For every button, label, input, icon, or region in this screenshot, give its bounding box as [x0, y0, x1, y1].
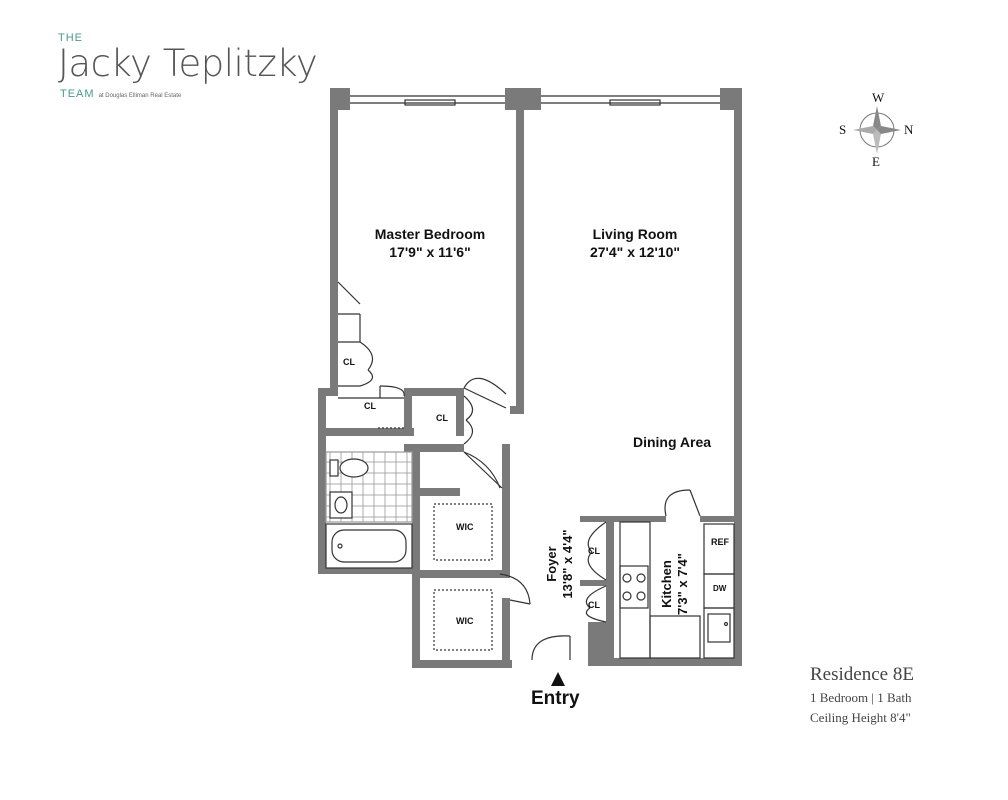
- brand-name: Jacky Teplitzky: [58, 42, 318, 85]
- compass-top: W: [872, 90, 885, 105]
- entry-arrow-icon: [551, 672, 565, 686]
- living-room-size: 27'4" x 12'10": [589, 244, 680, 260]
- dw-label: DW: [713, 584, 727, 593]
- wic-label: WIC: [456, 616, 474, 626]
- brand-firm: at Douglas Elliman Real Estate: [98, 93, 182, 99]
- residence-title: Residence 8E: [810, 664, 914, 685]
- dining-area-label: Dining Area: [632, 434, 712, 450]
- compass: W S N E: [839, 88, 922, 169]
- foyer-label: Foyer 13'8" x 4'4": [544, 514, 576, 614]
- master-bedroom-name: Master Bedroom: [374, 226, 486, 242]
- living-room-label: Living Room 27'4" x 12'10": [565, 225, 705, 261]
- master-bedroom-label: Master Bedroom 17'9" x 11'6": [360, 225, 500, 261]
- walls: [318, 88, 742, 668]
- fixtures: [325, 95, 735, 661]
- kitchen-size: 7'3" x 7'4": [675, 553, 690, 615]
- brand-team-label: TEAM: [60, 88, 95, 100]
- residence-summary: 1 Bedroom | 1 Bath: [810, 690, 912, 705]
- compass-right: N: [904, 122, 914, 137]
- compass-left: S: [839, 122, 847, 137]
- compass-rose-icon: [853, 106, 901, 154]
- living-room-name: Living Room: [592, 226, 678, 242]
- closet-label: CL: [343, 357, 355, 367]
- ref-label: REF: [711, 537, 729, 547]
- closet-label: CL: [364, 401, 376, 411]
- residence-ceiling: Ceiling Height 8'4": [810, 710, 911, 725]
- compass-bottom: E: [872, 154, 880, 169]
- entry-label: Entry: [531, 688, 580, 709]
- kitchen-label: Kitchen 7'3" x 7'4": [659, 534, 691, 634]
- closet-label: CL: [588, 600, 600, 610]
- brand-the: THE: [58, 32, 83, 44]
- kitchen-name: Kitchen: [659, 560, 674, 608]
- closet-label: CL: [588, 546, 600, 556]
- master-bedroom-size: 17'9" x 11'6": [389, 244, 471, 260]
- residence-info: Residence 8E 1 Bedroom | 1 Bath Ceiling …: [810, 664, 914, 726]
- foyer-size: 13'8" x 4'4": [560, 529, 575, 599]
- foyer-name: Foyer: [544, 546, 559, 582]
- wic-label: WIC: [456, 522, 474, 532]
- closet-label: CL: [436, 413, 448, 423]
